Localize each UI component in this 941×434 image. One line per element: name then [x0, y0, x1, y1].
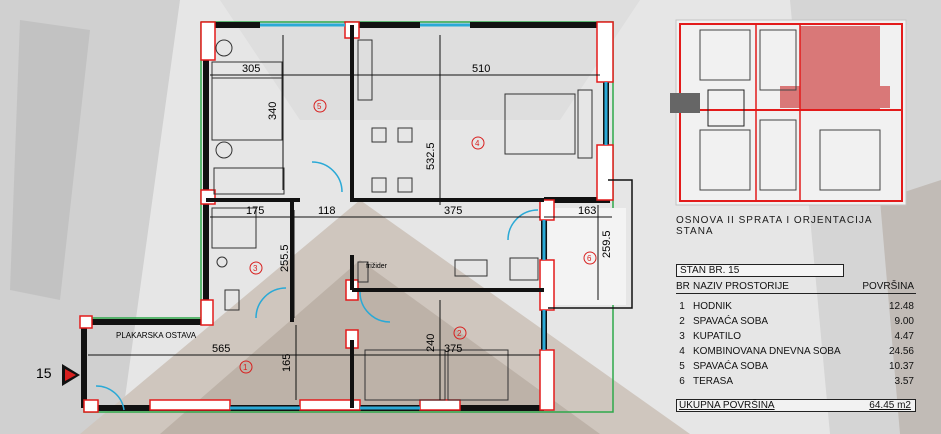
- dim-305: 305: [242, 63, 260, 75]
- room-number-5: 5: [317, 102, 322, 111]
- row-area: 4.47: [894, 331, 914, 342]
- windows: [230, 23, 608, 410]
- dim-175: 175: [246, 205, 264, 217]
- door-swings: [95, 161, 539, 411]
- row-br: 3: [679, 331, 685, 342]
- total-label: UKUPNA POVRŠINA: [679, 400, 775, 411]
- table-row: 3 KUPATILO 4.47: [676, 331, 916, 343]
- red-wall-segments: [79, 21, 614, 413]
- row-br: 1: [679, 301, 685, 312]
- total-value: 64.45 m2: [869, 400, 911, 411]
- dim-510: 510: [472, 63, 490, 75]
- terrace-outline: [548, 179, 633, 309]
- entry-arrow-inner-icon: [65, 369, 76, 381]
- table-header-row: BR NAZIV PROSTORIJE POVRŠINA: [676, 281, 916, 294]
- dim-375a: 375: [444, 205, 462, 217]
- row-br: 5: [679, 361, 685, 372]
- dim-532: 532.5: [425, 142, 437, 170]
- table-title: STAN BR. 15: [676, 264, 844, 277]
- room-markers: [239, 99, 597, 374]
- terrace-fill: [548, 208, 626, 305]
- furniture: [211, 39, 593, 401]
- row-area: 3.57: [894, 376, 914, 387]
- dim-255: 255.5: [279, 244, 291, 272]
- col-br: BR: [676, 281, 690, 292]
- row-br: 6: [679, 376, 685, 387]
- dim-163: 163: [578, 205, 596, 217]
- row-area: 10.37: [888, 361, 914, 372]
- wardrobe-label: PLAKARSKA OSTAVA: [116, 331, 197, 340]
- row-area: 12.48: [888, 301, 914, 312]
- row-br: 2: [679, 316, 685, 327]
- col-name: NAZIV PROSTORIJE: [693, 281, 789, 292]
- row-name: KUPATILO: [693, 331, 741, 342]
- dim-259: 259.5: [601, 230, 613, 258]
- dim-340: 340: [267, 102, 279, 120]
- table-row: 2 SPAVAĆA SOBA 9.00: [676, 316, 916, 328]
- dim-375b: 375: [444, 343, 462, 355]
- interior-walls: [206, 25, 544, 408]
- room-number-3: 3: [253, 264, 258, 273]
- dim-565: 565: [212, 343, 230, 355]
- orientation-plan: [670, 19, 907, 206]
- table-row: 5 SPAVAĆA SOBA 10.37: [676, 361, 916, 373]
- orientation-caption: OSNOVA II SPRATA I ORJENTACIJA STANA: [676, 215, 872, 237]
- room-number-6: 6: [587, 254, 592, 263]
- dim-118: 118: [318, 205, 336, 217]
- dim-240: 240: [425, 334, 437, 352]
- col-area: POVRŠINA: [862, 281, 914, 292]
- table-row: 6 TERASA 3.57: [676, 376, 916, 388]
- row-area: 24.56: [888, 346, 914, 357]
- row-name: KOMBINOVANA DNEVNA SOBA: [693, 346, 841, 357]
- table-row: 4 KOMBINOVANA DNEVNA SOBA 24.56: [676, 346, 916, 358]
- row-name: SPAVAĆA SOBA: [693, 361, 769, 372]
- room-number-2: 2: [457, 329, 462, 338]
- unit-marker: 15: [36, 365, 52, 381]
- dimension-lines: [88, 35, 612, 400]
- table-total-row: UKUPNA POVRŠINA 64.45 m2: [676, 399, 916, 412]
- row-name: HODNIK: [693, 301, 732, 312]
- dim-165: 165: [281, 354, 293, 372]
- row-br: 4: [679, 346, 685, 357]
- row-name: SPAVAĆA SOBA: [693, 316, 769, 327]
- row-area: 9.00: [894, 316, 914, 327]
- fridge-label: frižider: [366, 263, 388, 270]
- row-name: TERASA: [693, 376, 734, 387]
- table-row: 1 HODNIK 12.48: [676, 301, 916, 313]
- room-number-4: 4: [475, 139, 480, 148]
- room-number-1: 1: [243, 363, 248, 372]
